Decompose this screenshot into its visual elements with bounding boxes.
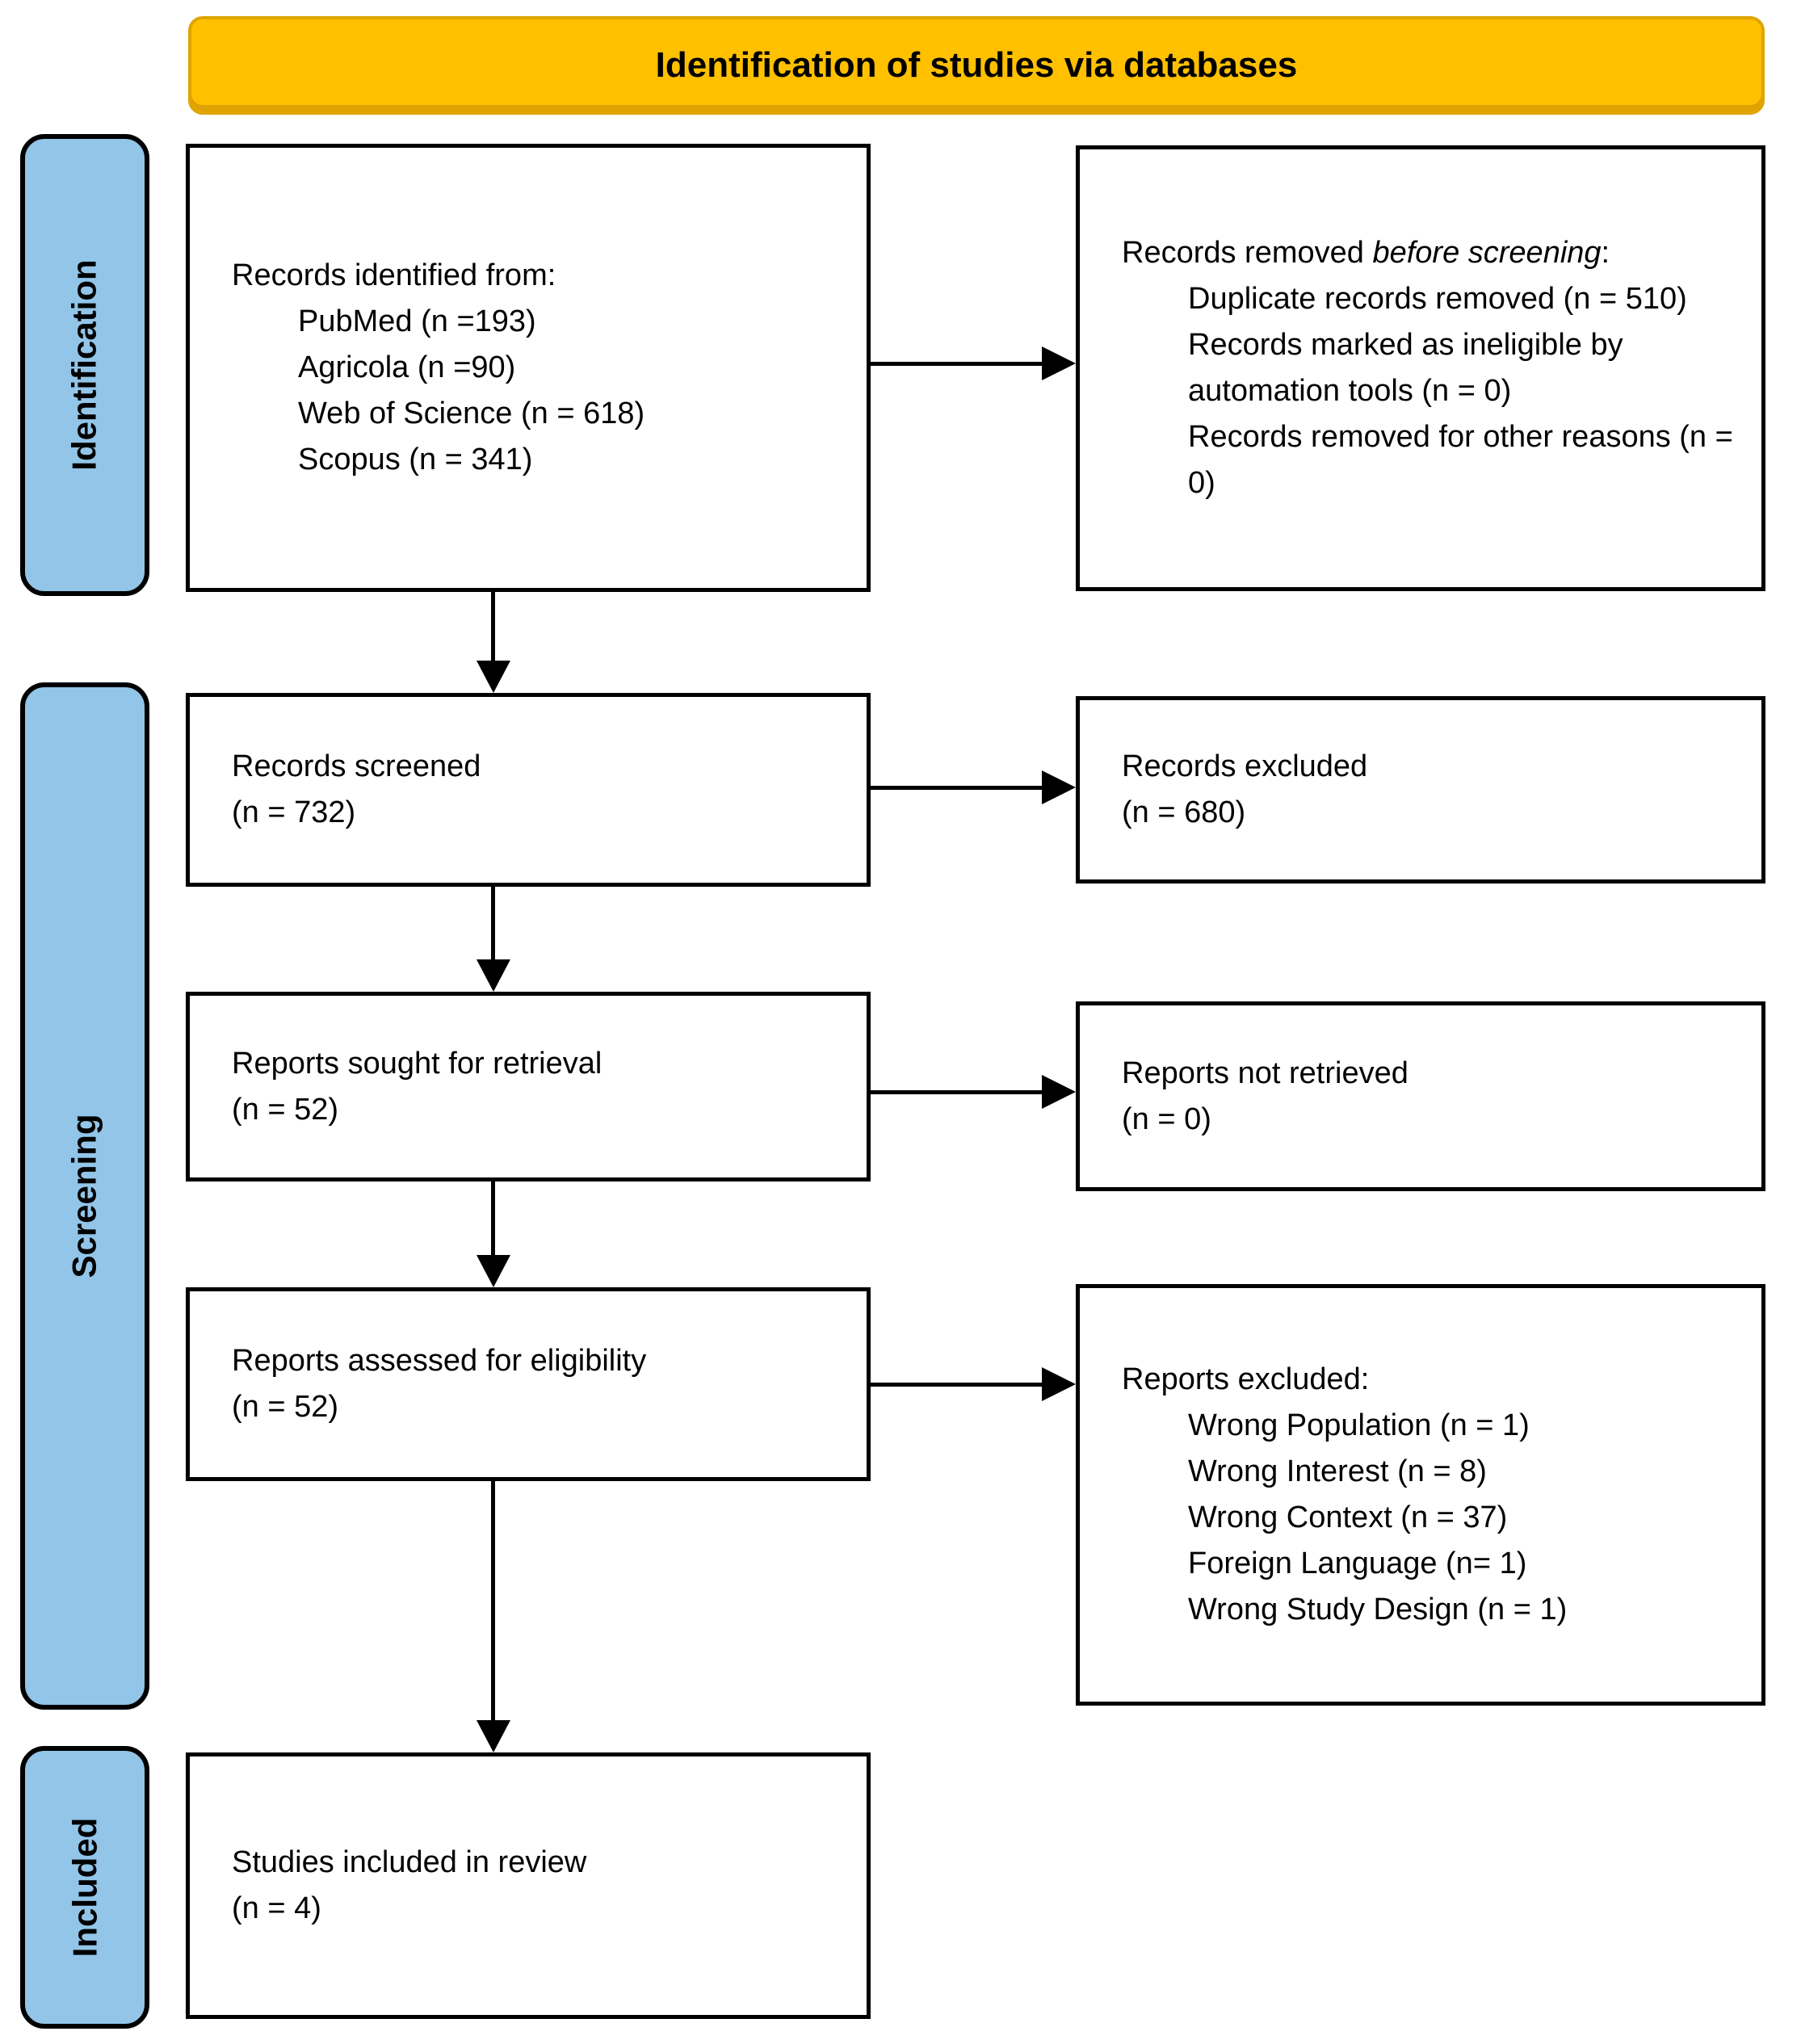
stage-label-identification: Identification (20, 134, 149, 596)
reports-excluded-item: Wrong Study Design (n = 1) (1188, 1593, 1568, 1626)
records-removed-item: Records marked as ineligible by automati… (1188, 328, 1623, 408)
records-identified-item: PubMed (n =193) (298, 304, 536, 338)
arrow-assessed-to-included-line (491, 1481, 495, 1722)
reports-excluded-header: Reports excluded: (1122, 1362, 1370, 1396)
records-removed-item: Duplicate records removed (n = 510) (1188, 282, 1687, 316)
records-identified-item: Web of Science (n = 618) (298, 397, 645, 430)
reports-assessed-line2: (n = 52) (232, 1390, 339, 1424)
arrow-assessed-to-reports-excluded-head (1042, 1367, 1076, 1401)
arrow-screened-to-sought-line (491, 887, 495, 961)
reports-excluded-item: Wrong Interest (n = 8) (1188, 1454, 1487, 1488)
arrow-sought-to-assessed-line (491, 1181, 495, 1257)
box-reports-sought: Reports sought for retrieval (n = 52) (186, 992, 871, 1181)
box-reports-not-retrieved: Reports not retrieved (n = 0) (1076, 1001, 1765, 1191)
reports-excluded-item: Wrong Population (n = 1) (1188, 1408, 1530, 1442)
records-identified-item: Scopus (n = 341) (298, 443, 533, 476)
diagram-title: Identification of studies via databases (655, 45, 1298, 85)
arrow-sought-to-not-retrieved-line (871, 1090, 1042, 1094)
reports-sought-line2: (n = 52) (232, 1092, 339, 1127)
studies-included-line1: Studies included in review (232, 1845, 587, 1879)
arrow-identified-to-screened-line (491, 592, 495, 662)
box-records-removed-before-screening: Records removed before screening: Duplic… (1076, 145, 1765, 591)
arrow-screened-to-excluded-line (871, 786, 1042, 790)
studies-included-line2: (n = 4) (232, 1891, 321, 1925)
diagram-title-banner: Identification of studies via databases (188, 16, 1765, 115)
stage-label-included: Included (20, 1746, 149, 2029)
records-excluded-line2: (n = 680) (1122, 795, 1246, 829)
arrow-screened-to-sought-head (476, 959, 510, 992)
reports-not-retrieved-line2: (n = 0) (1122, 1102, 1211, 1136)
records-identified-item: Agricola (n =90) (298, 350, 516, 384)
records-excluded-line1: Records excluded (1122, 749, 1368, 783)
arrow-identified-to-removed-head (1042, 346, 1076, 380)
box-records-excluded: Records excluded (n = 680) (1076, 696, 1765, 883)
records-removed-header-italic: before screening (1372, 236, 1602, 270)
records-screened-line2: (n = 732) (232, 795, 356, 829)
records-screened-line1: Records screened (232, 749, 481, 783)
records-identified-header: Records identified from: (232, 258, 556, 292)
stage-label-screening: Screening (20, 682, 149, 1710)
box-studies-included: Studies included in review (n = 4) (186, 1752, 871, 2019)
arrow-assessed-to-reports-excluded-line (871, 1383, 1042, 1387)
arrow-sought-to-not-retrieved-head (1042, 1075, 1076, 1109)
box-reports-excluded: Reports excluded: Wrong Population (n = … (1076, 1284, 1765, 1706)
arrow-assessed-to-included-head (476, 1720, 510, 1752)
arrow-identified-to-removed-line (871, 362, 1042, 366)
records-removed-header: Records removed before screening: (1122, 236, 1610, 270)
reports-excluded-item: Wrong Context (n = 37) (1188, 1500, 1508, 1534)
reports-sought-line1: Reports sought for retrieval (232, 1046, 602, 1081)
stage-screening-text: Screening (65, 1114, 104, 1278)
reports-excluded-item: Foreign Language (n= 1) (1188, 1547, 1527, 1580)
arrow-sought-to-assessed-head (476, 1255, 510, 1287)
arrow-screened-to-excluded-head (1042, 770, 1076, 804)
stage-included-text: Included (65, 1817, 103, 1958)
box-records-screened: Records screened (n = 732) (186, 693, 871, 887)
reports-assessed-line1: Reports assessed for eligibility (232, 1344, 647, 1378)
records-removed-item: Records removed for other reasons (n = 0… (1188, 420, 1733, 500)
arrow-identified-to-screened-head (476, 661, 510, 693)
reports-not-retrieved-line1: Reports not retrieved (1122, 1056, 1408, 1090)
box-reports-assessed: Reports assessed for eligibility (n = 52… (186, 1287, 871, 1481)
stage-identification-text: Identification (65, 259, 103, 471)
box-records-identified: Records identified from: PubMed (n =193)… (186, 144, 871, 592)
